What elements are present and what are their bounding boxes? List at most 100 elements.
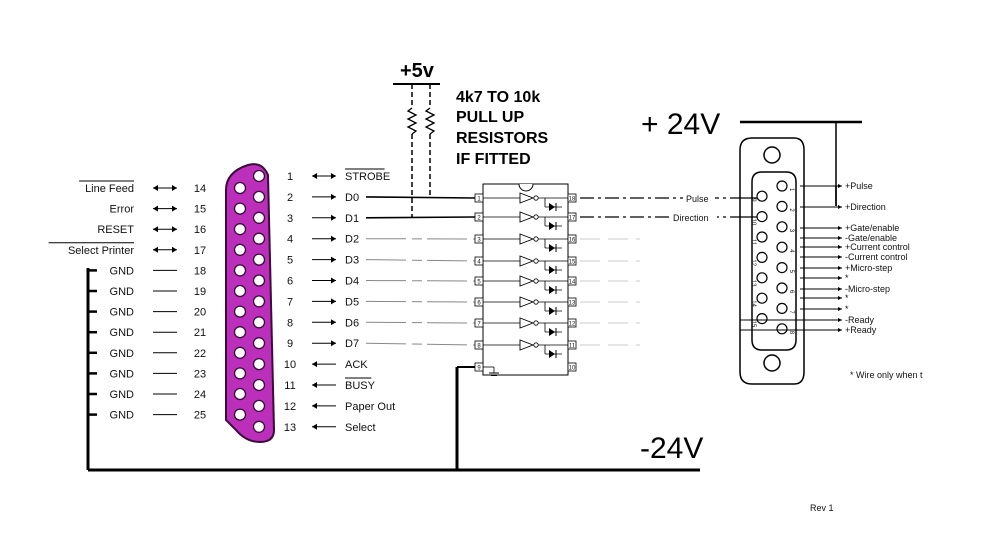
pin-number-3: 3 xyxy=(287,213,293,225)
arrow-left-11 xyxy=(312,382,317,388)
pin-name-13: Select xyxy=(345,422,376,434)
pullup-resistor-1 xyxy=(406,107,418,135)
ic-pin-number-14: 14 xyxy=(569,280,576,286)
db25-pin-2 xyxy=(252,190,266,204)
db25-connector xyxy=(225,163,276,444)
arrow-right-6 xyxy=(331,277,336,284)
db25-pin-21 xyxy=(233,326,247,339)
ic-pin-number-6: 6 xyxy=(477,301,481,307)
dsub-signal-arrow-9 xyxy=(838,296,842,300)
buffer-outputs: Pulse Direction xyxy=(580,191,740,346)
data-line-d5 xyxy=(365,300,476,303)
pin-number-4: 4 xyxy=(287,234,293,246)
ic-pin-number-16: 16 xyxy=(569,238,576,244)
dsub-pin-number-11: 11 xyxy=(750,239,756,246)
dsub-pin-number-7: 7 xyxy=(788,310,794,314)
db25-pin-23 xyxy=(233,367,247,380)
pin-name-18: GND xyxy=(110,265,135,277)
resistor-note-line-4: IF FITTED xyxy=(456,151,531,168)
dsub-pin-10 xyxy=(756,211,768,223)
dsub-signal-arrow-8 xyxy=(838,287,842,291)
ic-inverter-bubble-7 xyxy=(533,342,539,348)
ic-pin-number-18: 18 xyxy=(569,197,576,203)
pin-name-3: D1 xyxy=(345,213,359,225)
pin-name-25: GND xyxy=(110,410,135,422)
unused-output-lines xyxy=(580,238,640,346)
ic-pin-10 xyxy=(567,362,577,372)
ic-pin-number-9: 9 xyxy=(477,366,481,372)
dsub-pin-4 xyxy=(776,241,788,253)
data-line-d1 xyxy=(365,216,476,219)
ic-inverter-bubble-0 xyxy=(533,195,539,201)
pin-name-9: D7 xyxy=(345,338,359,350)
db25-pin-24 xyxy=(233,387,247,401)
dsub-pin-2 xyxy=(776,200,788,212)
ic-pin-number-4: 4 xyxy=(477,260,481,266)
dsub-pin-number-3: 3 xyxy=(788,229,794,233)
dsub-pin-11 xyxy=(756,231,768,243)
dsub-pin-number-6: 6 xyxy=(788,290,794,294)
ic-buffer-6 xyxy=(519,317,535,329)
dsub-pin-1 xyxy=(776,180,788,192)
ic-pin-number-3: 3 xyxy=(477,238,481,244)
pin-number-18: 18 xyxy=(194,265,206,277)
pin-name-6: D4 xyxy=(345,276,359,288)
pin-number-10: 10 xyxy=(284,359,296,371)
data-line-d4 xyxy=(365,280,476,282)
ic-inverter-bubble-2 xyxy=(533,236,539,242)
ic-pin-number-1: 1 xyxy=(477,197,481,203)
pin-name-23: GND xyxy=(110,368,135,380)
db25-pin-22 xyxy=(233,346,247,359)
data-line-d6 xyxy=(365,321,476,324)
pin-number-11: 11 xyxy=(284,380,295,392)
db25-pin-8 xyxy=(252,316,266,329)
db25-pin-18 xyxy=(233,264,247,277)
pin-number-24: 24 xyxy=(194,389,206,401)
ground-bus: -24V xyxy=(86,268,703,472)
ic-buffer-1 xyxy=(519,211,535,223)
db25-pin-12 xyxy=(252,399,266,413)
db25-pin-13 xyxy=(252,420,266,433)
dsub-pin-13 xyxy=(756,272,768,284)
dsub-pin-number-14: 14 xyxy=(750,300,756,307)
db25-pin-10 xyxy=(252,357,266,371)
ic-pin-number-7: 7 xyxy=(477,322,481,328)
minus24-label: -24V xyxy=(640,432,703,465)
dsub15-mount-hole-bottom xyxy=(763,354,781,372)
resistor-note-line-3: RESISTORS xyxy=(456,130,549,147)
dsub-pin-5 xyxy=(776,262,788,274)
db25-pin-7 xyxy=(252,295,266,308)
arrow-left-10 xyxy=(312,361,317,368)
db25-pin-25 xyxy=(233,408,247,421)
pin-name-16: RESET xyxy=(97,224,134,236)
dsub-pin-14 xyxy=(756,292,768,304)
arrow-right-7 xyxy=(331,298,336,305)
ic-buffer-0 xyxy=(519,192,535,204)
dsub-pin-number-9: 9 xyxy=(750,198,756,202)
arrow-right-1 xyxy=(331,173,336,179)
pin-number-7: 7 xyxy=(287,296,293,308)
dsub-pin-9 xyxy=(756,190,768,202)
dsub-signal-arrow-11 xyxy=(838,318,842,322)
dsub-pin-number-12: 12 xyxy=(750,259,756,266)
pin-name-15: Error xyxy=(110,204,135,216)
ic-buffer-4 xyxy=(519,275,535,287)
dsub-pin-number-4: 4 xyxy=(788,249,794,253)
db25-pin-14 xyxy=(233,181,247,195)
dsub15-mount-hole-top xyxy=(763,146,781,164)
dsub-signal-label-6: +Micro-step xyxy=(845,263,892,273)
pin-name-12: Paper Out xyxy=(345,401,395,413)
pin-number-8: 8 xyxy=(287,317,293,329)
pin-number-20: 20 xyxy=(194,307,206,319)
pin-name-4: D2 xyxy=(345,234,359,246)
db25-shell xyxy=(225,163,276,444)
ic-pin-number-11: 11 xyxy=(569,344,576,350)
pin-number-6: 6 xyxy=(287,276,293,288)
pin-name-21: GND xyxy=(110,327,135,339)
plus5-label: +5v xyxy=(400,60,435,82)
arrow-right-4 xyxy=(331,235,336,242)
dsub-signal-label-4: +Current control xyxy=(845,242,910,252)
